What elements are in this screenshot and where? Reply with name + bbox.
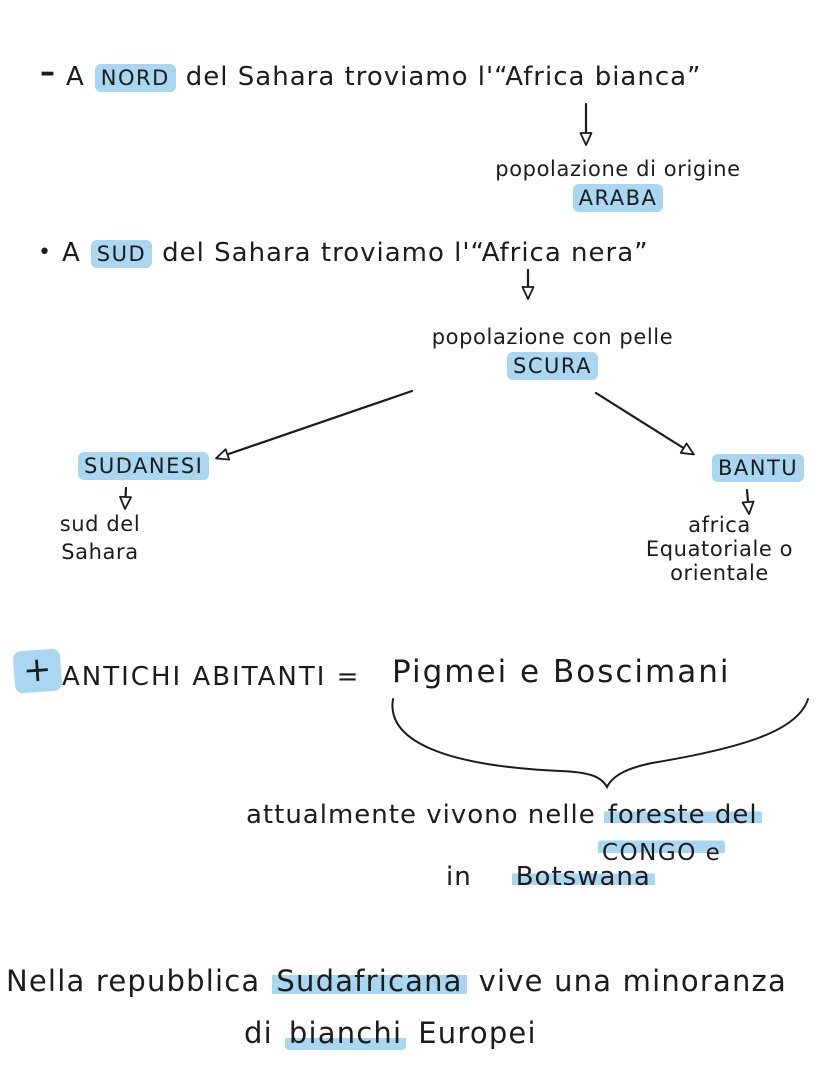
ancient-note-highlight-foreste: foreste del — [603, 800, 762, 830]
arrow-diagonal-left-icon — [215, 389, 414, 461]
arrow-down-bantu-icon — [741, 488, 755, 515]
south-keyword-highlight: SUD — [90, 240, 153, 268]
bantu-detail-line1: africa — [688, 513, 751, 537]
branch-bantu-detail: africa Equatoriale o orientale — [622, 513, 817, 585]
note-line-south: • A SUD del Sahara troviamo l'“Africa ne… — [38, 238, 649, 268]
south-pre: A — [61, 238, 81, 268]
sudanesi-detail-line2: Sahara — [61, 540, 139, 564]
ancient-value: Pigmei e Boscimani — [392, 654, 731, 690]
footer-line1-pre: Nella repubblica — [6, 964, 261, 998]
south-text: del Sahara troviamo l'“Africa nera” — [162, 238, 649, 268]
footer-line1-post: vive una minoranza — [478, 964, 787, 998]
footer-highlight-bianchi: bianchi — [284, 1016, 407, 1050]
north-result-highlight: ARABA — [572, 184, 664, 212]
branch-sudanesi-detail: sud del Sahara — [40, 510, 160, 566]
arrow-down-sudanesi-icon — [119, 486, 132, 510]
bantu-detail-line2: Equatoriale o — [645, 537, 794, 561]
north-result-text: popolazione di origine — [495, 157, 741, 181]
bantu-detail-line3: orientale — [670, 561, 769, 585]
south-result: popolazione con pelle SCURA — [425, 324, 680, 380]
north-text: del Sahara troviamo l'“Africa bianca” — [185, 62, 702, 92]
ancient-label: ANTICHI ABITANTI = — [62, 662, 361, 692]
south-result-text: popolazione con pelle — [431, 325, 674, 349]
branch-bantu-label: BANTU — [712, 454, 805, 482]
ancient-note-highlight-congo: CONGO e — [598, 840, 726, 866]
ancient-note-line3: in Botswana — [446, 862, 655, 892]
south-result-highlight: SCURA — [507, 352, 598, 380]
ancient-note-pre: attualmente vivono nelle — [246, 800, 596, 830]
footer-line2-pre: di — [244, 1016, 273, 1050]
ancient-note-pre2: in — [446, 862, 472, 892]
north-keyword-highlight: NORD — [94, 64, 176, 92]
plus-highlight-icon: + — [12, 648, 62, 694]
note-line-north: – A NORD del Sahara troviamo l'“Africa b… — [40, 55, 702, 92]
ancient-note-line1: attualmente vivono nelle foreste del — [246, 800, 762, 830]
footer-line2-post: Europei — [418, 1016, 537, 1050]
footer-highlight-sudafricana: Sudafricana — [272, 964, 467, 998]
north-pre: A — [66, 62, 85, 92]
north-result: popolazione di origine ARABA — [468, 156, 768, 212]
footer-line1: Nella repubblica Sudafricana vive una mi… — [6, 964, 787, 998]
curly-underbrace-icon — [391, 698, 809, 790]
branch-sudanesi-label: SUDANESI — [78, 452, 210, 480]
footer-line2: di bianchi Europei — [244, 1016, 537, 1050]
sudanesi-detail-line1: sud del — [59, 512, 141, 536]
arrow-diagonal-right-icon — [594, 391, 695, 456]
ancient-note-highlight-botswana: Botswana — [511, 862, 655, 892]
